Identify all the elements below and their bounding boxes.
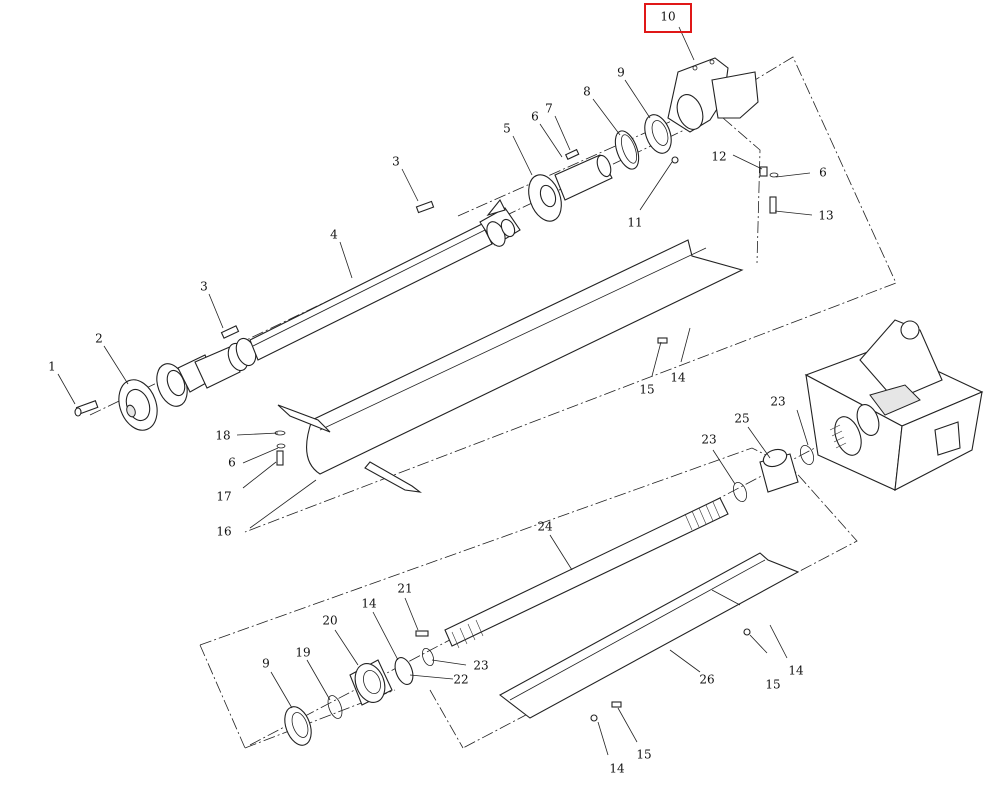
label-part-15-right: 15: [765, 678, 780, 692]
bolt-part-3-lower: [220, 325, 240, 339]
label-part-17: 17: [216, 490, 231, 504]
label-part-22: 22: [453, 673, 468, 687]
washer-part-6-right: [769, 172, 779, 178]
assembly-outline-left: [199, 644, 246, 749]
snap-ring-part-23-right: [800, 444, 814, 466]
label-part-15-bottom: 15: [636, 748, 651, 762]
snap-ring-part-23-mid: [733, 481, 747, 503]
label-part-2: 2: [95, 332, 103, 346]
gearbox-housing: [804, 319, 984, 491]
label-part-20: 20: [322, 614, 337, 628]
bearing-bracket-part-10: [667, 57, 759, 133]
part-number-labels: 1 2 3 3 4 5 6 6 6 7 8 9 9 10 11 12 13 14…: [48, 10, 833, 776]
snap-ring-part-19: [327, 695, 343, 719]
assembly-outline-bottom: [244, 689, 396, 749]
splined-shaft-part-24: [444, 497, 729, 649]
label-part-23-left: 23: [473, 659, 488, 673]
assembly-outline-mount: [722, 117, 761, 264]
bearing-flange-part-20: [349, 659, 393, 706]
label-part-10: 10: [660, 10, 675, 24]
label-part-4: 4: [330, 228, 338, 242]
shaft-tube-part-4: [249, 223, 493, 361]
highlight-box-part-10: [644, 3, 692, 33]
label-part-21: 21: [397, 582, 412, 596]
assembly-outline-upper: [244, 56, 897, 533]
nut-part-14-lower: [590, 714, 598, 722]
ring-part-22: [394, 657, 414, 685]
label-part-1: 1: [48, 360, 56, 374]
shaft-guard-part-26: [498, 552, 800, 719]
label-part-9-lower: 9: [262, 657, 270, 671]
assembly-outline-connector: [429, 689, 464, 749]
bolt-part-3-upper: [415, 200, 435, 214]
label-part-25: 25: [734, 412, 749, 426]
label-part-23-middle: 23: [701, 433, 716, 447]
label-part-24: 24: [537, 520, 553, 534]
bolt-part-13: [769, 196, 777, 214]
leader-lines: [57, 26, 813, 756]
label-part-26: 26: [699, 673, 714, 687]
label-part-13: 13: [818, 209, 833, 223]
label-part-16: 16: [216, 525, 231, 539]
seal-part-9-lower: [284, 706, 312, 746]
label-part-9-upper: 9: [617, 66, 625, 80]
label-part-3-lower: 3: [200, 280, 208, 294]
label-part-23-right: 23: [770, 395, 785, 409]
label-part-14-right: 14: [788, 664, 804, 678]
bushing-part-12: [759, 166, 768, 177]
label-part-3-upper: 3: [392, 155, 400, 169]
yoke-flange: [156, 337, 257, 407]
label-part-7: 7: [545, 102, 553, 116]
snap-ring-part-23-left: [421, 647, 435, 667]
label-part-11: 11: [627, 216, 642, 230]
flange-part-2: [118, 379, 158, 431]
universal-joint-upper: [479, 198, 521, 247]
label-part-6-top: 6: [531, 110, 539, 124]
bolt-part-15-lower-left: [611, 701, 622, 708]
pin-part-7: [564, 148, 580, 160]
bolt-part-1: [74, 400, 99, 417]
snap-ring-part-8: [614, 130, 640, 170]
label-part-19: 19: [295, 646, 310, 660]
flange-shaft-part-5: [528, 154, 613, 222]
label-part-6-left: 6: [228, 456, 236, 470]
label-part-8: 8: [583, 85, 591, 99]
bolt-part-15-upper: [657, 337, 668, 344]
grease-nipple-part-11: [671, 156, 679, 164]
label-part-14-bottom: 14: [609, 762, 625, 776]
label-part-14-middle: 14: [361, 597, 377, 611]
label-part-5: 5: [503, 122, 511, 136]
shaft-guard-part-16: [277, 239, 744, 493]
bolt-part-15-lower-right: [743, 628, 751, 636]
seal-part-9-upper: [644, 114, 672, 154]
washer-part-6-left: [276, 443, 286, 449]
label-part-18: 18: [215, 429, 230, 443]
label-part-6-right: 6: [819, 166, 827, 180]
bolt-part-17: [276, 450, 284, 466]
label-part-14-upper: 14: [670, 371, 686, 385]
label-part-12: 12: [711, 150, 726, 164]
bolt-part-21: [415, 630, 429, 637]
sleeve-part-25: [759, 448, 799, 493]
label-part-15-upper: 15: [639, 383, 654, 397]
